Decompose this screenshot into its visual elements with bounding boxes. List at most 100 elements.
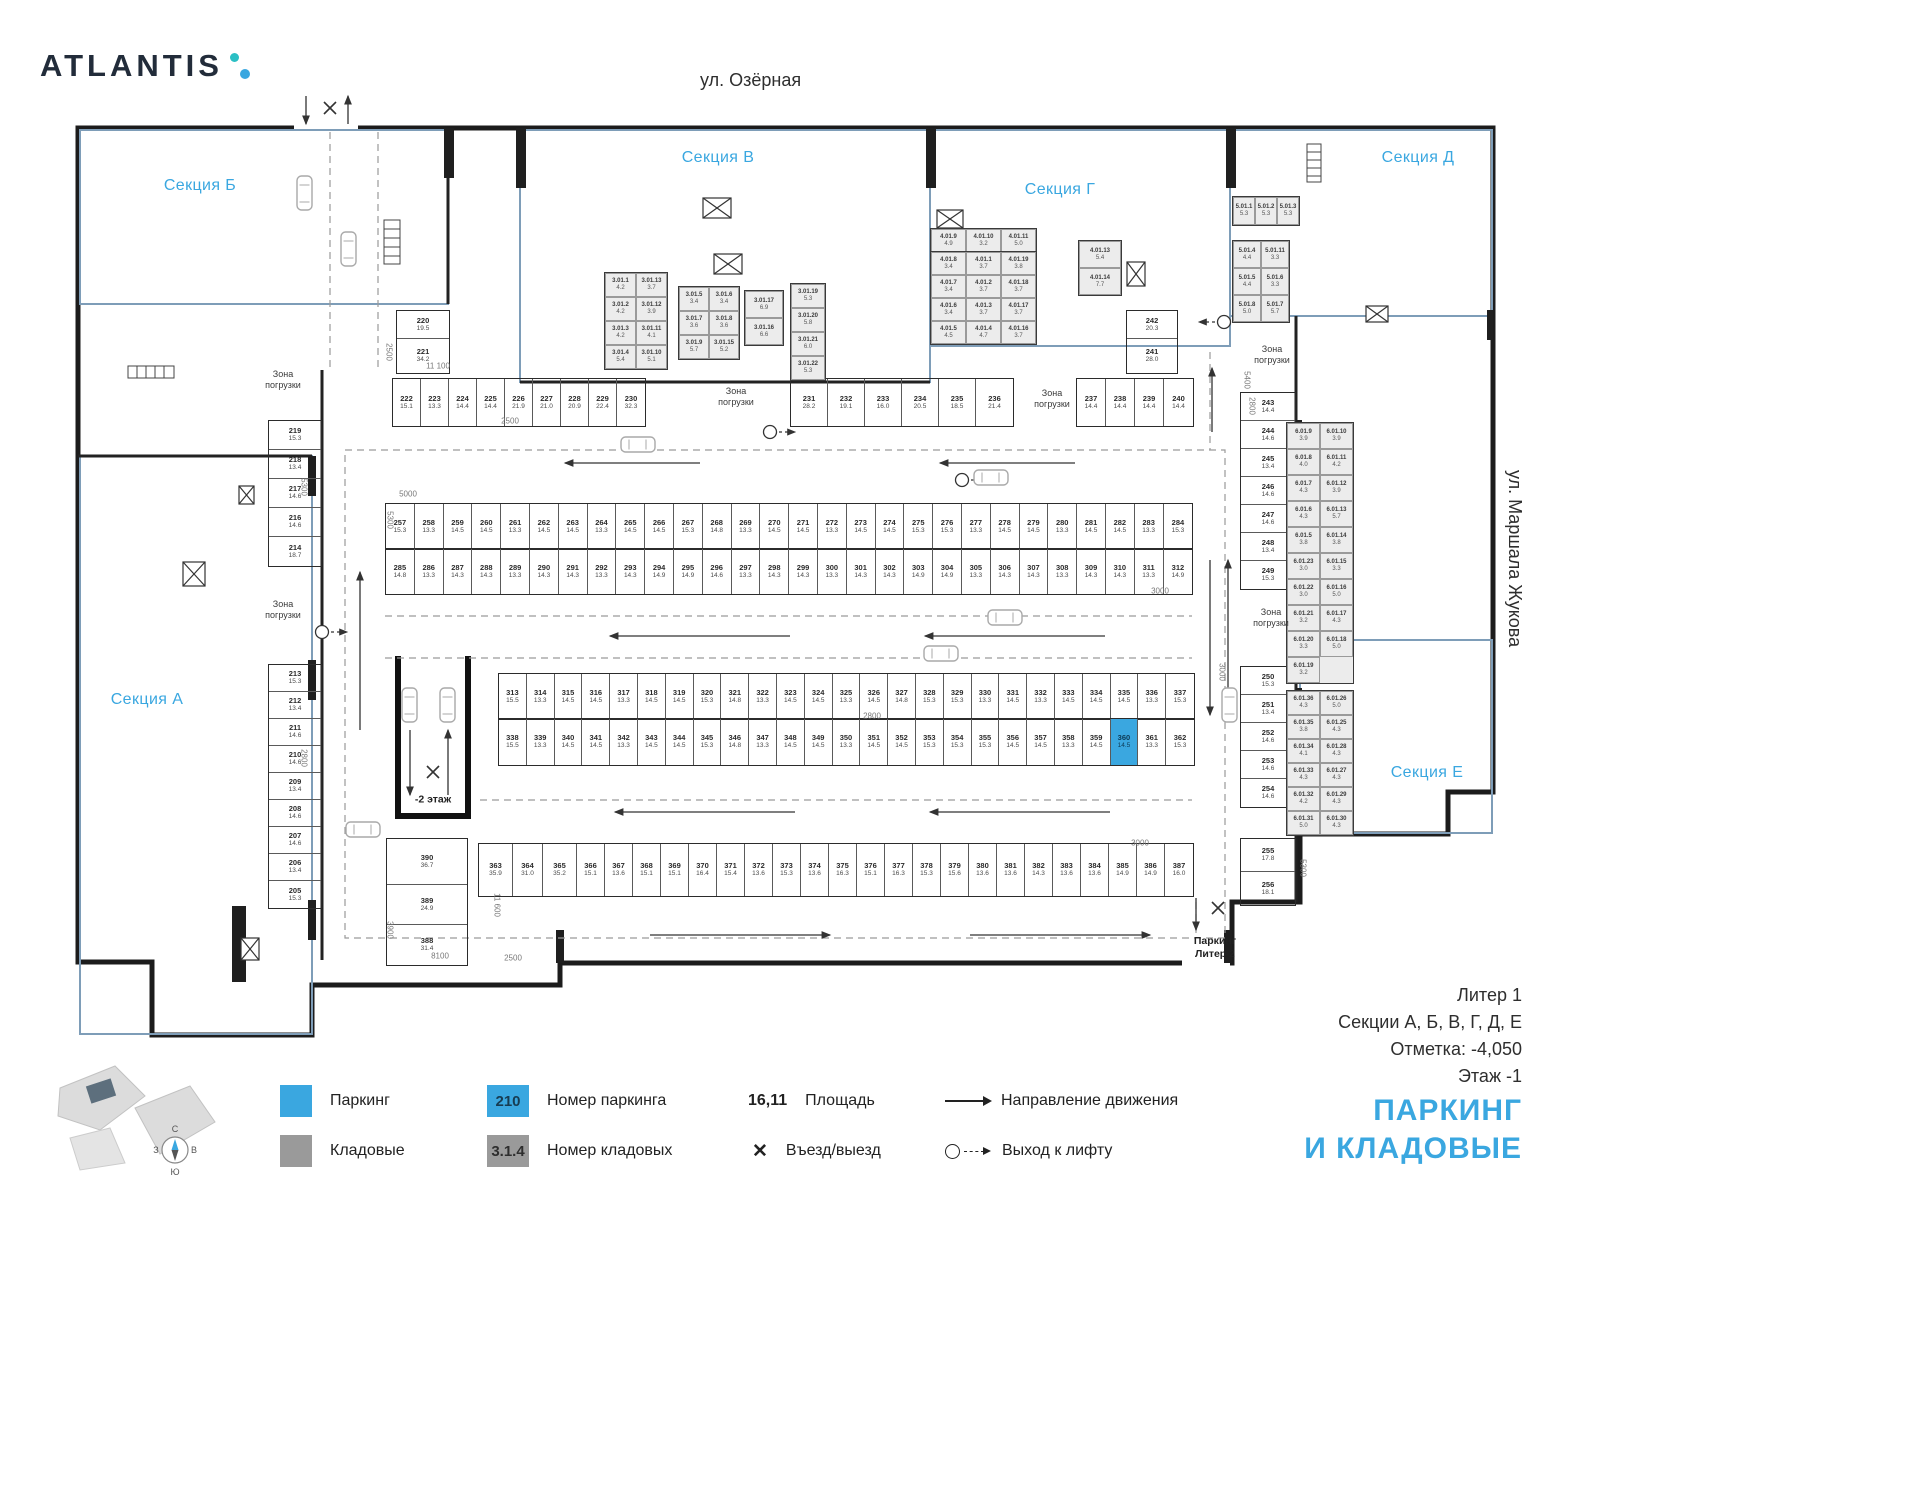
parking-stall-333[interactable]: 33314.5: [1055, 674, 1083, 719]
parking-stall-336[interactable]: 33613.3: [1138, 674, 1167, 719]
parking-stall-369[interactable]: 36915.1: [661, 844, 689, 896]
parking-stall-364[interactable]: 36431.0: [513, 844, 543, 896]
parking-stall-316[interactable]: 31614.5: [582, 674, 611, 719]
storage-room-3.01.16[interactable]: 3.01.166.6: [745, 318, 783, 345]
parking-stall-268[interactable]: 26814.8: [703, 504, 732, 549]
parking-stall-296[interactable]: 29614.6: [703, 549, 732, 594]
storage-room-5.01.8[interactable]: 5.01.85.0: [1233, 295, 1261, 322]
storage-room-6.01.17[interactable]: 6.01.174.3: [1320, 605, 1353, 631]
storage-room-5.01.1[interactable]: 5.01.15.3: [1233, 197, 1255, 225]
storage-room-4.01.18[interactable]: 4.01.183.7: [1001, 275, 1036, 298]
parking-stall-345[interactable]: 34515.3: [694, 719, 722, 765]
parking-stall-349[interactable]: 34914.5: [805, 719, 833, 765]
parking-stall-368[interactable]: 36815.1: [633, 844, 661, 896]
parking-stall-295[interactable]: 29514.9: [674, 549, 703, 594]
storage-room-6.01.29[interactable]: 6.01.294.3: [1320, 787, 1353, 811]
parking-stall-241[interactable]: 24128.0: [1127, 339, 1177, 373]
parking-stall-282[interactable]: 28214.5: [1106, 504, 1135, 549]
storage-room-6.01.21[interactable]: 6.01.213.2: [1287, 605, 1320, 631]
storage-room-6.01.16[interactable]: 6.01.165.0: [1320, 579, 1353, 605]
parking-stall-372[interactable]: 37213.6: [745, 844, 773, 896]
parking-stall-352[interactable]: 35214.5: [888, 719, 916, 765]
parking-stall-235[interactable]: 23518.5: [939, 379, 976, 426]
parking-stall-375[interactable]: 37516.3: [829, 844, 857, 896]
parking-stall-217[interactable]: 21714.6: [269, 479, 321, 508]
storage-room-3.01.1[interactable]: 3.01.14.2: [605, 273, 636, 297]
parking-stall-228[interactable]: 22820.9: [561, 379, 589, 426]
parking-stall-266[interactable]: 26614.5: [645, 504, 674, 549]
storage-room-3.01.6[interactable]: 3.01.63.4: [709, 287, 739, 311]
parking-stall-205[interactable]: 20515.3: [269, 881, 321, 908]
parking-stall-230[interactable]: 23032.3: [617, 379, 645, 426]
parking-stall-366[interactable]: 36615.1: [577, 844, 605, 896]
storage-room-4.01.5[interactable]: 4.01.54.5: [931, 321, 966, 344]
storage-room-6.01.9[interactable]: 6.01.93.9: [1287, 423, 1320, 449]
parking-stall-254[interactable]: 25414.6: [1241, 779, 1295, 807]
parking-stall-346[interactable]: 34614.8: [721, 719, 750, 765]
parking-stall-232[interactable]: 23219.1: [828, 379, 865, 426]
parking-stall-317[interactable]: 31713.3: [610, 674, 638, 719]
storage-room-6.01.25[interactable]: 6.01.254.3: [1320, 715, 1353, 739]
parking-stall-377[interactable]: 37716.3: [885, 844, 913, 896]
parking-stall-233[interactable]: 23316.0: [865, 379, 902, 426]
parking-stall-258[interactable]: 25813.3: [415, 504, 444, 549]
parking-stall-242[interactable]: 24220.3: [1127, 311, 1177, 339]
parking-stall-219[interactable]: 21915.3: [269, 421, 321, 450]
storage-room-3.01.4[interactable]: 3.01.45.4: [605, 345, 636, 369]
storage-room-6.01.19[interactable]: 6.01.193.2: [1287, 657, 1320, 683]
parking-stall-313[interactable]: 31315.5: [499, 674, 527, 719]
parking-stall-211[interactable]: 21114.6: [269, 719, 321, 746]
parking-stall-376[interactable]: 37615.1: [857, 844, 885, 896]
parking-stall-324[interactable]: 32414.5: [805, 674, 833, 719]
parking-stall-250[interactable]: 25015.3: [1241, 667, 1295, 695]
parking-stall-350[interactable]: 35013.3: [833, 719, 861, 765]
parking-stall-320[interactable]: 32015.3: [694, 674, 722, 719]
parking-stall-208[interactable]: 20814.6: [269, 800, 321, 827]
parking-stall-263[interactable]: 26314.5: [559, 504, 588, 549]
storage-room-6.01.18[interactable]: 6.01.185.0: [1320, 631, 1353, 657]
parking-stall-290[interactable]: 29014.3: [530, 549, 559, 594]
parking-stall-328[interactable]: 32815.3: [916, 674, 944, 719]
storage-room-6.01.8[interactable]: 6.01.84.0: [1287, 449, 1320, 475]
parking-stall-288[interactable]: 28814.3: [472, 549, 502, 594]
parking-stall-226[interactable]: 22621.9: [505, 379, 533, 426]
storage-room-6.01.36[interactable]: 6.01.364.3: [1287, 691, 1320, 715]
parking-stall-283[interactable]: 28313.3: [1135, 504, 1164, 549]
storage-room-4.01.19[interactable]: 4.01.193.8: [1001, 252, 1036, 275]
storage-room-3.01.10[interactable]: 3.01.105.1: [636, 345, 667, 369]
parking-stall-231[interactable]: 23128.2: [791, 379, 828, 426]
storage-room-6.01.32[interactable]: 6.01.324.2: [1287, 787, 1320, 811]
parking-stall-390[interactable]: 39036.7: [387, 839, 467, 885]
storage-room-6.01.11[interactable]: 6.01.114.2: [1320, 449, 1353, 475]
storage-room-4.01.7[interactable]: 4.01.73.4: [931, 275, 966, 298]
parking-stall-247[interactable]: 24714.6: [1241, 505, 1295, 533]
storage-room-6.01.5[interactable]: 6.01.53.8: [1287, 527, 1320, 553]
parking-stall-311[interactable]: 31113.3: [1135, 549, 1164, 594]
parking-stall-355[interactable]: 35515.3: [972, 719, 1000, 765]
parking-stall-278[interactable]: 27814.5: [991, 504, 1020, 549]
parking-stall-382[interactable]: 38214.3: [1025, 844, 1053, 896]
parking-stall-243[interactable]: 24314.4: [1241, 393, 1295, 421]
parking-stall-244[interactable]: 24414.6: [1241, 421, 1295, 449]
parking-stall-353[interactable]: 35315.3: [916, 719, 944, 765]
storage-room-4.01.11[interactable]: 4.01.115.0: [1001, 229, 1036, 252]
parking-stall-384[interactable]: 38413.6: [1081, 844, 1109, 896]
parking-stall-267[interactable]: 26715.3: [674, 504, 703, 549]
parking-stall-358[interactable]: 35813.3: [1055, 719, 1083, 765]
storage-room-3.01.11[interactable]: 3.01.114.1: [636, 321, 667, 345]
parking-stall-269[interactable]: 26913.3: [732, 504, 761, 549]
parking-stall-381[interactable]: 38113.6: [997, 844, 1025, 896]
storage-room-6.01.12[interactable]: 6.01.123.9: [1320, 475, 1353, 501]
parking-stall-249[interactable]: 24915.3: [1241, 561, 1295, 589]
storage-room-4.01.17[interactable]: 4.01.173.7: [1001, 298, 1036, 321]
parking-stall-378[interactable]: 37815.3: [913, 844, 941, 896]
parking-stall-297[interactable]: 29713.3: [732, 549, 761, 594]
parking-stall-239[interactable]: 23914.4: [1135, 379, 1164, 426]
parking-stall-310[interactable]: 31014.3: [1106, 549, 1135, 594]
storage-room-6.01.13[interactable]: 6.01.135.7: [1320, 501, 1353, 527]
parking-stall-335[interactable]: 33514.5: [1111, 674, 1139, 719]
storage-room-6.01.33[interactable]: 6.01.334.3: [1287, 763, 1320, 787]
parking-stall-339[interactable]: 33913.3: [527, 719, 555, 765]
parking-stall-299[interactable]: 29914.3: [789, 549, 818, 594]
storage-room-4.01.13[interactable]: 4.01.135.4: [1079, 241, 1121, 268]
